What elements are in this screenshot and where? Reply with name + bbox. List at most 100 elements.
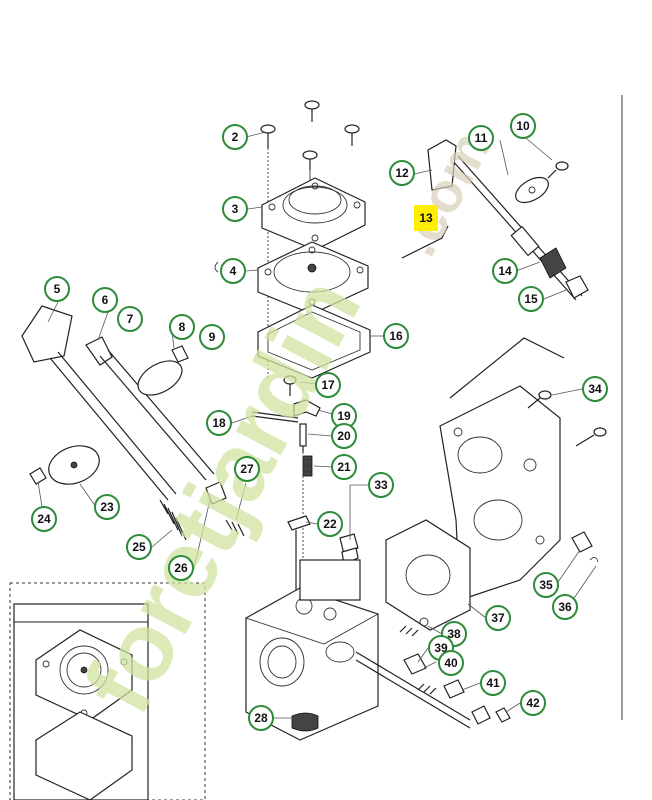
callout-number: 42 — [526, 696, 540, 710]
callout-35: 35 — [533, 572, 559, 598]
callout-5: 5 — [44, 276, 70, 302]
gasket-16 — [257, 304, 371, 379]
callout-circle — [485, 605, 511, 631]
callout-circle — [520, 690, 546, 716]
callout-number: 36 — [558, 600, 572, 614]
callout-7: 7 — [117, 306, 143, 332]
cover-plate-3 — [261, 177, 366, 251]
callout-21: 21 — [331, 454, 357, 480]
callout-circle — [552, 594, 578, 620]
callout-22: 22 — [317, 511, 343, 537]
callout-circle — [199, 324, 225, 350]
callout-12: 12 — [389, 160, 415, 186]
callout-number: 22 — [323, 517, 337, 531]
callout-circle — [31, 506, 57, 532]
callout-number: 37 — [491, 611, 505, 625]
callout-circle — [94, 494, 120, 520]
callout-circle — [438, 650, 464, 676]
callout-17: 17 — [315, 372, 341, 398]
callout-26: 26 — [168, 555, 194, 581]
callout-number: 10 — [516, 119, 530, 133]
callout-34: 34 — [582, 376, 608, 402]
callout-number: 20 — [337, 429, 351, 443]
callout-circle — [480, 670, 506, 696]
callout-42: 42 — [520, 690, 546, 716]
callout-number: 11 — [475, 131, 488, 145]
callout-circle — [518, 286, 544, 312]
callout-number: 35 — [539, 578, 553, 592]
callout-2: 2 — [222, 124, 248, 150]
intake-housing — [385, 337, 607, 631]
callout-16: 16 — [383, 323, 409, 349]
callout-10: 10 — [510, 113, 536, 139]
callout-circle — [234, 456, 260, 482]
callout-number: 34 — [588, 382, 602, 396]
callout-number: 16 — [389, 329, 403, 343]
callout-circle — [222, 124, 248, 150]
callout-27: 27 — [234, 456, 260, 482]
callout-circle — [331, 454, 357, 480]
callout-number: 5 — [54, 282, 61, 296]
callout-18: 18 — [206, 410, 232, 436]
callout-number: 25 — [132, 540, 146, 554]
callout-circle — [117, 306, 143, 332]
callout-number: 26 — [174, 561, 188, 575]
choke-shaft-assembly — [21, 305, 245, 541]
callout-number: 40 — [444, 656, 458, 670]
screw-b — [344, 124, 360, 146]
callout-circle — [468, 125, 494, 151]
highlight-label-text: 13 — [419, 211, 433, 225]
callout-number: 24 — [37, 512, 51, 526]
callout-circle — [582, 376, 608, 402]
screw-c — [260, 124, 276, 148]
callout-4: 4 — [220, 258, 246, 284]
callout-number: 2 — [232, 130, 239, 144]
callout-circle — [168, 555, 194, 581]
callout-14: 14 — [492, 258, 518, 284]
needle-lever-assembly — [251, 375, 321, 610]
frame — [621, 95, 623, 720]
callout-circle — [222, 196, 248, 222]
callout-circle — [220, 258, 246, 284]
callout-number: 7 — [127, 312, 134, 326]
callout-37: 37 — [485, 605, 511, 631]
callout-circle — [331, 423, 357, 449]
callout-circle — [317, 511, 343, 537]
callout-number: 21 — [337, 460, 351, 474]
inset-view — [9, 582, 206, 800]
callout-20: 20 — [331, 423, 357, 449]
throttle-shaft-assembly — [401, 139, 589, 301]
callout-9: 9 — [199, 324, 225, 350]
callout-circle — [510, 113, 536, 139]
callout-number: 17 — [321, 378, 335, 392]
callout-circle — [248, 705, 274, 731]
callout-number: 3 — [232, 202, 239, 216]
callout-36: 36 — [552, 594, 578, 620]
callout-number: 33 — [374, 478, 388, 492]
callout-6: 6 — [92, 287, 118, 313]
callout-circle — [206, 410, 232, 436]
callout-circle — [533, 572, 559, 598]
callout-8: 8 — [169, 314, 195, 340]
callout-40: 40 — [438, 650, 464, 676]
callout-circle — [389, 160, 415, 186]
screw-d — [302, 150, 318, 170]
top-screws — [260, 100, 360, 170]
callout-circle — [383, 323, 409, 349]
leader-lines — [37, 127, 597, 719]
callout-number: 39 — [434, 641, 448, 655]
callout-25: 25 — [126, 534, 152, 560]
callout-circle — [126, 534, 152, 560]
screw-a — [304, 100, 320, 122]
highlight-label-13: 13 — [414, 205, 438, 231]
callout-number: 27 — [240, 462, 254, 476]
callout-circle — [44, 276, 70, 302]
callout-number: 38 — [447, 627, 461, 641]
callout-number: 23 — [100, 500, 114, 514]
callout-41: 41 — [480, 670, 506, 696]
part-22 — [287, 515, 311, 600]
callout-33: 33 — [368, 472, 394, 498]
callout-number: 18 — [212, 416, 226, 430]
callout-number: 28 — [254, 711, 268, 725]
